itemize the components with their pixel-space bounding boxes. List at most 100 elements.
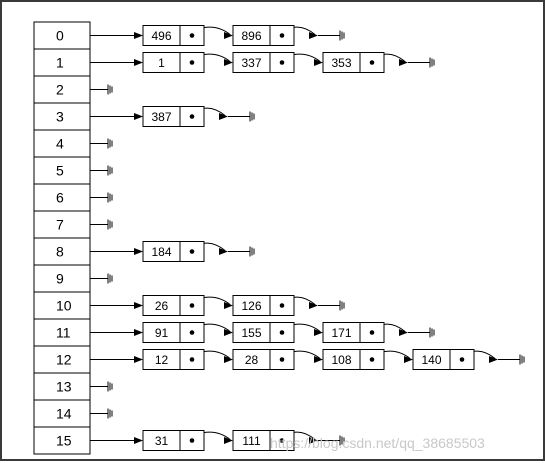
null-terminator-icon	[107, 219, 113, 230]
pointer-dot	[189, 357, 195, 362]
bucket-index: 1	[56, 55, 64, 71]
bucket-index: 12	[56, 352, 72, 368]
list-node: 111	[232, 430, 295, 451]
bucket-cell: 2	[33, 75, 91, 104]
next-pointer-arrow	[224, 329, 233, 336]
node-box	[142, 295, 205, 316]
node-value: 126	[241, 299, 261, 313]
tail-pointer-arrow	[399, 59, 408, 66]
pointer-dot	[279, 357, 285, 362]
node-value: 171	[331, 326, 351, 340]
bucket-cell: 0	[33, 21, 91, 50]
list-node: 337	[232, 52, 295, 73]
bucket-box	[33, 291, 91, 320]
list-node: 387	[142, 106, 205, 127]
null-terminator-icon	[249, 246, 255, 257]
tail-pointer-arrow	[219, 248, 228, 255]
bucket-box	[33, 102, 91, 131]
bucket-cell: 10	[33, 291, 91, 320]
null-terminator-icon	[429, 327, 435, 338]
node-value: 28	[245, 353, 259, 367]
null-terminator-icon	[519, 354, 525, 365]
bucket-cell: 9	[33, 264, 91, 293]
list-node: 31	[142, 430, 205, 451]
node-box	[232, 322, 295, 343]
node-value: 1	[158, 56, 165, 70]
null-terminator-icon	[339, 300, 345, 311]
next-pointer-arrow	[224, 32, 233, 39]
node-value: 31	[155, 434, 169, 448]
bucket-cell: 11	[33, 318, 91, 347]
bucket-index: 11	[56, 325, 71, 341]
bucket-pointer-arrow	[134, 329, 143, 336]
list-node: 155	[232, 322, 295, 343]
node-value: 353	[331, 56, 351, 70]
pointer-dot	[369, 330, 375, 335]
pointer-dot	[189, 303, 195, 308]
node-box	[142, 430, 205, 451]
pointer-dot	[279, 303, 285, 308]
bucket-pointer-arrow	[134, 59, 143, 66]
list-node: 184	[142, 241, 205, 262]
list-node: 108	[322, 349, 385, 370]
tail-pointer-arrow	[309, 32, 318, 39]
tail-pointer-arrow	[309, 437, 318, 444]
list-node: 12	[142, 349, 205, 370]
bucket-index: 15	[56, 433, 72, 449]
tail-pointer-arrow	[219, 113, 228, 120]
bucket-index: 3	[56, 109, 64, 125]
list-node: 140	[412, 349, 475, 370]
watermark-text: https://blog.csdn.net/qq_38685503	[270, 435, 485, 451]
list-node: 496	[142, 25, 205, 46]
bucket-index: 7	[56, 217, 64, 233]
bucket-cell: 15	[33, 426, 91, 455]
pointer-dot	[369, 357, 375, 362]
node-box	[412, 349, 475, 370]
node-box	[142, 25, 205, 46]
node-box	[322, 322, 385, 343]
null-terminator-icon	[107, 84, 113, 95]
node-value: 140	[421, 353, 441, 367]
pointer-dot	[189, 114, 195, 119]
list-node: 91	[142, 322, 205, 343]
bucket-index: 8	[56, 244, 64, 260]
bucket-box	[33, 264, 91, 293]
bucket-cell: 1	[33, 48, 91, 77]
null-terminator-icon	[339, 30, 345, 41]
bucket-box	[33, 426, 91, 455]
bucket-pointer-arrow	[134, 356, 143, 363]
node-box	[232, 25, 295, 46]
next-pointer-arrow	[314, 356, 323, 363]
bucket-index: 6	[56, 190, 64, 206]
pointer-dot	[279, 33, 285, 38]
node-box	[322, 349, 385, 370]
bucket-index: 14	[56, 406, 72, 422]
list-node: 171	[322, 322, 385, 343]
next-pointer-arrow	[314, 59, 323, 66]
null-terminator-icon	[339, 435, 345, 446]
next-pointer-arrow	[224, 437, 233, 444]
list-node: 1	[142, 52, 205, 73]
pointer-dot	[189, 438, 195, 443]
bucket-cell: 12	[33, 345, 91, 374]
node-box	[142, 349, 205, 370]
bucket-box	[33, 345, 91, 374]
null-terminator-icon	[107, 192, 113, 203]
list-node: 353	[322, 52, 385, 73]
pointer-dot	[459, 357, 465, 362]
pointer-dot	[279, 438, 285, 443]
bucket-box	[33, 48, 91, 77]
bucket-cell: 14	[33, 399, 91, 428]
bucket-cell: 4	[33, 129, 91, 158]
bucket-pointer-arrow	[134, 302, 143, 309]
bucket-pointer-arrow	[134, 437, 143, 444]
null-terminator-icon	[429, 57, 435, 68]
bucket-index: 13	[56, 379, 72, 395]
node-value: 111	[242, 434, 261, 448]
bucket-pointer-arrow	[134, 32, 143, 39]
node-value: 108	[331, 353, 351, 367]
bucket-index: 10	[56, 298, 72, 314]
null-terminator-icon	[107, 408, 113, 419]
